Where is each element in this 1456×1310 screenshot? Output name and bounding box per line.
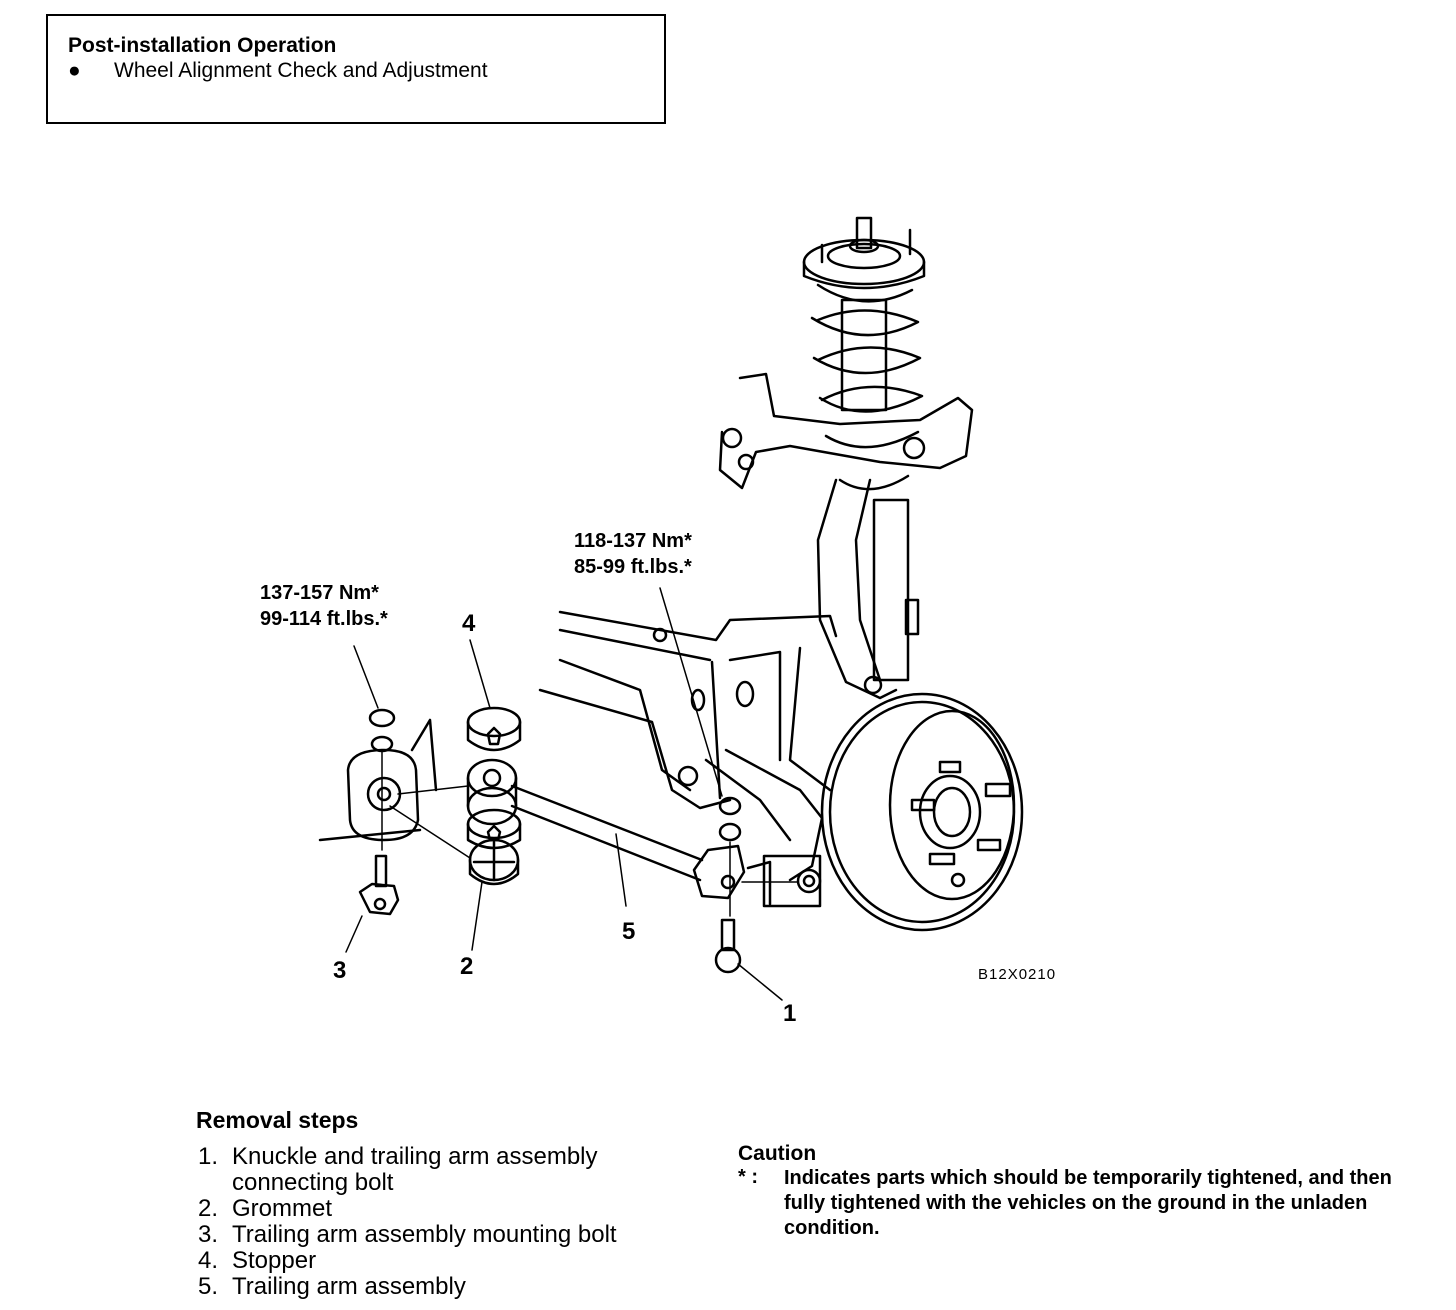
step-text: Stopper — [232, 1247, 317, 1274]
leader-lines — [345, 587, 799, 1001]
connecting-bolt — [714, 918, 742, 974]
post-installation-item-text: Wheel Alignment Check and Adjustment — [114, 59, 488, 82]
callout-4: 4 — [462, 610, 476, 637]
step-number: 5. — [198, 1273, 219, 1300]
caution-title: Caution — [738, 1142, 817, 1165]
torque-spec-lower: 137-157 Nm* 99-114 ft.lbs.* — [260, 580, 388, 632]
removal-step: 5. Trailing arm assembly — [198, 1274, 668, 1300]
torque-lower-nm: 137-157 Nm* — [260, 582, 379, 604]
figure-code: B12X0210 — [978, 966, 1057, 983]
step-number: 3. — [198, 1221, 219, 1248]
mounting-bolt — [358, 854, 400, 916]
strut-top-mount — [802, 216, 926, 290]
bullet-icon: ● — [68, 59, 81, 82]
post-installation-title: Post-installation Operation — [68, 34, 337, 57]
removal-steps-title: Removal steps — [196, 1107, 359, 1133]
step-number: 4. — [198, 1247, 219, 1274]
crossmember — [538, 610, 838, 810]
post-installation-item: ● Wheel Alignment Check and Adjustment — [68, 59, 488, 83]
callout-5: 5 — [622, 918, 636, 945]
trailing-arm — [510, 784, 772, 906]
removal-step: 3. Trailing arm assembly mounting bolt — [198, 1222, 668, 1248]
brake-drum — [820, 692, 1024, 932]
removal-step: 2. Grommet — [198, 1196, 668, 1222]
callout-2: 2 — [460, 953, 474, 980]
removal-step: 1. Knuckle and trailing arm assembly conn… — [198, 1144, 668, 1196]
nut-washer — [368, 708, 742, 842]
trailing-arm-bushing — [466, 758, 518, 826]
coil-spring — [810, 283, 924, 491]
torque-upper-ftlbs: 85-99 ft.lbs.* — [574, 556, 692, 578]
torque-spec-upper: 118-137 Nm* 85-99 ft.lbs.* — [574, 528, 692, 580]
step-number: 1. — [198, 1143, 219, 1170]
step-text: Grommet — [232, 1195, 333, 1222]
step-text: Trailing arm assembly — [232, 1273, 466, 1300]
torque-lower-ftlbs: 99-114 ft.lbs.* — [260, 608, 388, 630]
caution-note: * : Indicates parts which should be temp… — [738, 1166, 1428, 1241]
caution-mark: * : — [738, 1166, 758, 1188]
callout-3: 3 — [333, 957, 347, 984]
post-installation-box: Post-installation Operation ● Wheel Align… — [46, 14, 666, 124]
step-text: Trailing arm assembly mounting bolt — [232, 1221, 617, 1248]
strut-body — [816, 478, 920, 700]
torque-upper-nm: 118-137 Nm* — [574, 530, 692, 552]
caution-text: Indicates parts which should be temporar… — [784, 1167, 1392, 1239]
step-text: Knuckle and trailing arm assembly connec… — [232, 1143, 598, 1196]
removal-steps-list: 1. Knuckle and trailing arm assembly conn… — [198, 1144, 668, 1300]
callout-1: 1 — [783, 1000, 797, 1027]
stopper-part — [466, 706, 522, 752]
upper-control-arm — [718, 372, 974, 490]
step-number: 2. — [198, 1195, 219, 1222]
grommet-part — [468, 838, 520, 886]
removal-step: 4. Stopper — [198, 1248, 668, 1274]
